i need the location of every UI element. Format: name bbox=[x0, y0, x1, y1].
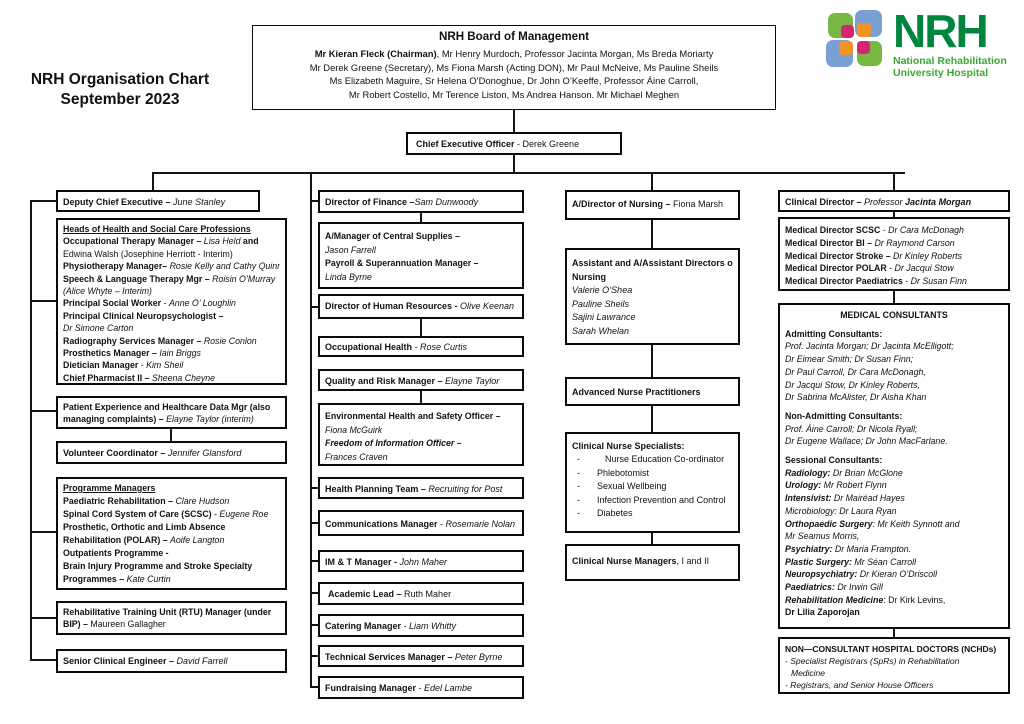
connector-patient-volunteer bbox=[170, 429, 172, 441]
connector-stub-heads bbox=[30, 300, 56, 302]
connector-drop-nursing bbox=[651, 172, 653, 190]
health-planning-team-box: Health Planning Team – Recruiting for Po… bbox=[318, 477, 524, 499]
fundraising-manager-box: Fundraising Manager - Edel Lambe bbox=[318, 676, 524, 699]
advanced-nurse-practitioners-box: Advanced Nurse Practitioners bbox=[565, 377, 740, 406]
clinical-nurse-specialists-box: Clinical Nurse Specialists:-Nurse Educat… bbox=[565, 432, 740, 533]
connector-stub-comms bbox=[310, 522, 318, 524]
nrh-logo-tagline-line2: University Hospital bbox=[893, 67, 989, 79]
connector-assistants-anp bbox=[651, 345, 653, 377]
connector-stub-imt bbox=[310, 560, 318, 562]
logo-square-orange-inner-tr bbox=[857, 23, 871, 37]
connector-quality-env bbox=[420, 391, 422, 403]
connector-stub-planning bbox=[310, 487, 318, 489]
environmental-health-foi-box: Environmental Health and Safety Officer … bbox=[318, 403, 524, 466]
nrh-logo-text: NRH National Rehabilitation University H… bbox=[893, 5, 1007, 79]
logo-square-pink-inner-br bbox=[857, 41, 870, 54]
connector-stub-patient bbox=[30, 410, 56, 412]
page-title-line2: September 2023 bbox=[60, 91, 180, 108]
director-of-finance-box: Director of Finance –Sam Dunwoody bbox=[318, 190, 524, 213]
connector-stub-deputy bbox=[30, 200, 56, 202]
technical-services-manager-box: Technical Services Manager – Peter Byrne bbox=[318, 645, 524, 667]
connector-cns-cnm bbox=[651, 533, 653, 544]
connector-stub-fundraising bbox=[310, 686, 318, 688]
communications-manager-box: Communications Manager - Rosemarie Nolan bbox=[318, 510, 524, 536]
senior-clinical-engineer-box: Senior Clinical Engineer – David Farrell bbox=[56, 649, 287, 673]
board-members: Mr Kieran Fleck (Chairman), Mr Henry Mur… bbox=[309, 47, 719, 101]
connector-mid-spine bbox=[310, 172, 312, 688]
imt-manager-box: IM & T Manager - John Maher bbox=[318, 550, 524, 572]
connector-stub-catering bbox=[310, 624, 318, 626]
connector-cd-md bbox=[893, 212, 895, 217]
nrh-logo-wordmark: NRH bbox=[893, 5, 989, 57]
connector-stub-finance bbox=[310, 200, 318, 202]
catering-manager-box: Catering Manager - Liam Whitty bbox=[318, 614, 524, 637]
page-title: NRH Organisation Chart September 2023 bbox=[14, 70, 226, 110]
connector-stub-hr bbox=[310, 306, 318, 308]
connector-stub-academic bbox=[310, 592, 318, 594]
connector-hr-occhealth bbox=[420, 319, 422, 336]
logo-square-pink-inner-tl bbox=[841, 25, 854, 38]
page-title-line1: NRH Organisation Chart bbox=[30, 71, 210, 88]
volunteer-coordinator-box: Volunteer Coordinator – Jennifer Glansfo… bbox=[56, 441, 287, 464]
connector-don-assistants bbox=[651, 220, 653, 248]
director-of-hr-box: Director of Human Resources - Olive Keen… bbox=[318, 294, 524, 319]
connector-drop-deputy bbox=[152, 172, 154, 190]
quality-risk-manager-box: Quality and Risk Manager – Elayne Taylor bbox=[318, 369, 524, 391]
nchd-box: NON—CONSULTANT HOSPITAL DOCTORS (NCHDs)-… bbox=[778, 637, 1010, 694]
rtu-manager-box: Rehabilitative Training Unit (RTU) Manag… bbox=[56, 601, 287, 635]
connector-left-spine bbox=[30, 200, 32, 661]
connector-consultants-nchd bbox=[893, 629, 895, 637]
connector-finance-central bbox=[420, 213, 422, 222]
nrh-logo: NRH National Rehabilitation University H… bbox=[826, 5, 1007, 79]
patient-experience-box: Patient Experience and Healthcare Data M… bbox=[56, 396, 287, 429]
director-of-nursing-box: A/Director of Nursing – Fiona Marsh bbox=[565, 190, 740, 220]
connector-anp-cns bbox=[651, 406, 653, 432]
board-of-management-box: NRH Board of Management Mr Kieran Fleck … bbox=[252, 25, 776, 110]
connector-board-ceo bbox=[513, 110, 515, 132]
connector-ceo-bus bbox=[513, 155, 515, 172]
heads-of-health-social-care-box: Heads of Health and Social Care Professi… bbox=[56, 218, 287, 385]
ceo-box: Chief Executive Officer - Derek Greene bbox=[406, 132, 622, 155]
clinical-nurse-managers-box: Clinical Nurse Managers, I and II bbox=[565, 544, 740, 581]
connector-md-consultants bbox=[893, 291, 895, 303]
nrh-logo-icon bbox=[826, 10, 884, 68]
connector-bus bbox=[152, 172, 905, 174]
connector-drop-clinical-director bbox=[893, 172, 895, 190]
nrh-logo-tagline: National Rehabilitation University Hospi… bbox=[893, 55, 1007, 79]
deputy-chief-executive-box: Deputy Chief Executive – June Stanley bbox=[56, 190, 260, 212]
nrh-logo-tagline-line1: National Rehabilitation bbox=[893, 55, 1007, 67]
clinical-director-box: Clinical Director – Professor Jacinta Mo… bbox=[778, 190, 1010, 212]
central-supplies-payroll-box: A/Manager of Central Supplies – Jason Fa… bbox=[318, 222, 524, 289]
connector-stub-technical bbox=[310, 655, 318, 657]
connector-stub-rtu bbox=[30, 617, 56, 619]
logo-square-orange-inner-bl bbox=[839, 41, 853, 55]
connector-stub-engineer bbox=[30, 659, 56, 661]
board-title: NRH Board of Management bbox=[438, 30, 590, 43]
occupational-health-box: Occupational Health - Rose Curtis bbox=[318, 336, 524, 357]
academic-lead-box: Academic Lead – Ruth Maher bbox=[318, 582, 524, 605]
connector-stub-programme bbox=[30, 531, 56, 533]
medical-directors-box: Medical Director SCSC - Dr Cara McDonagh… bbox=[778, 217, 1010, 291]
